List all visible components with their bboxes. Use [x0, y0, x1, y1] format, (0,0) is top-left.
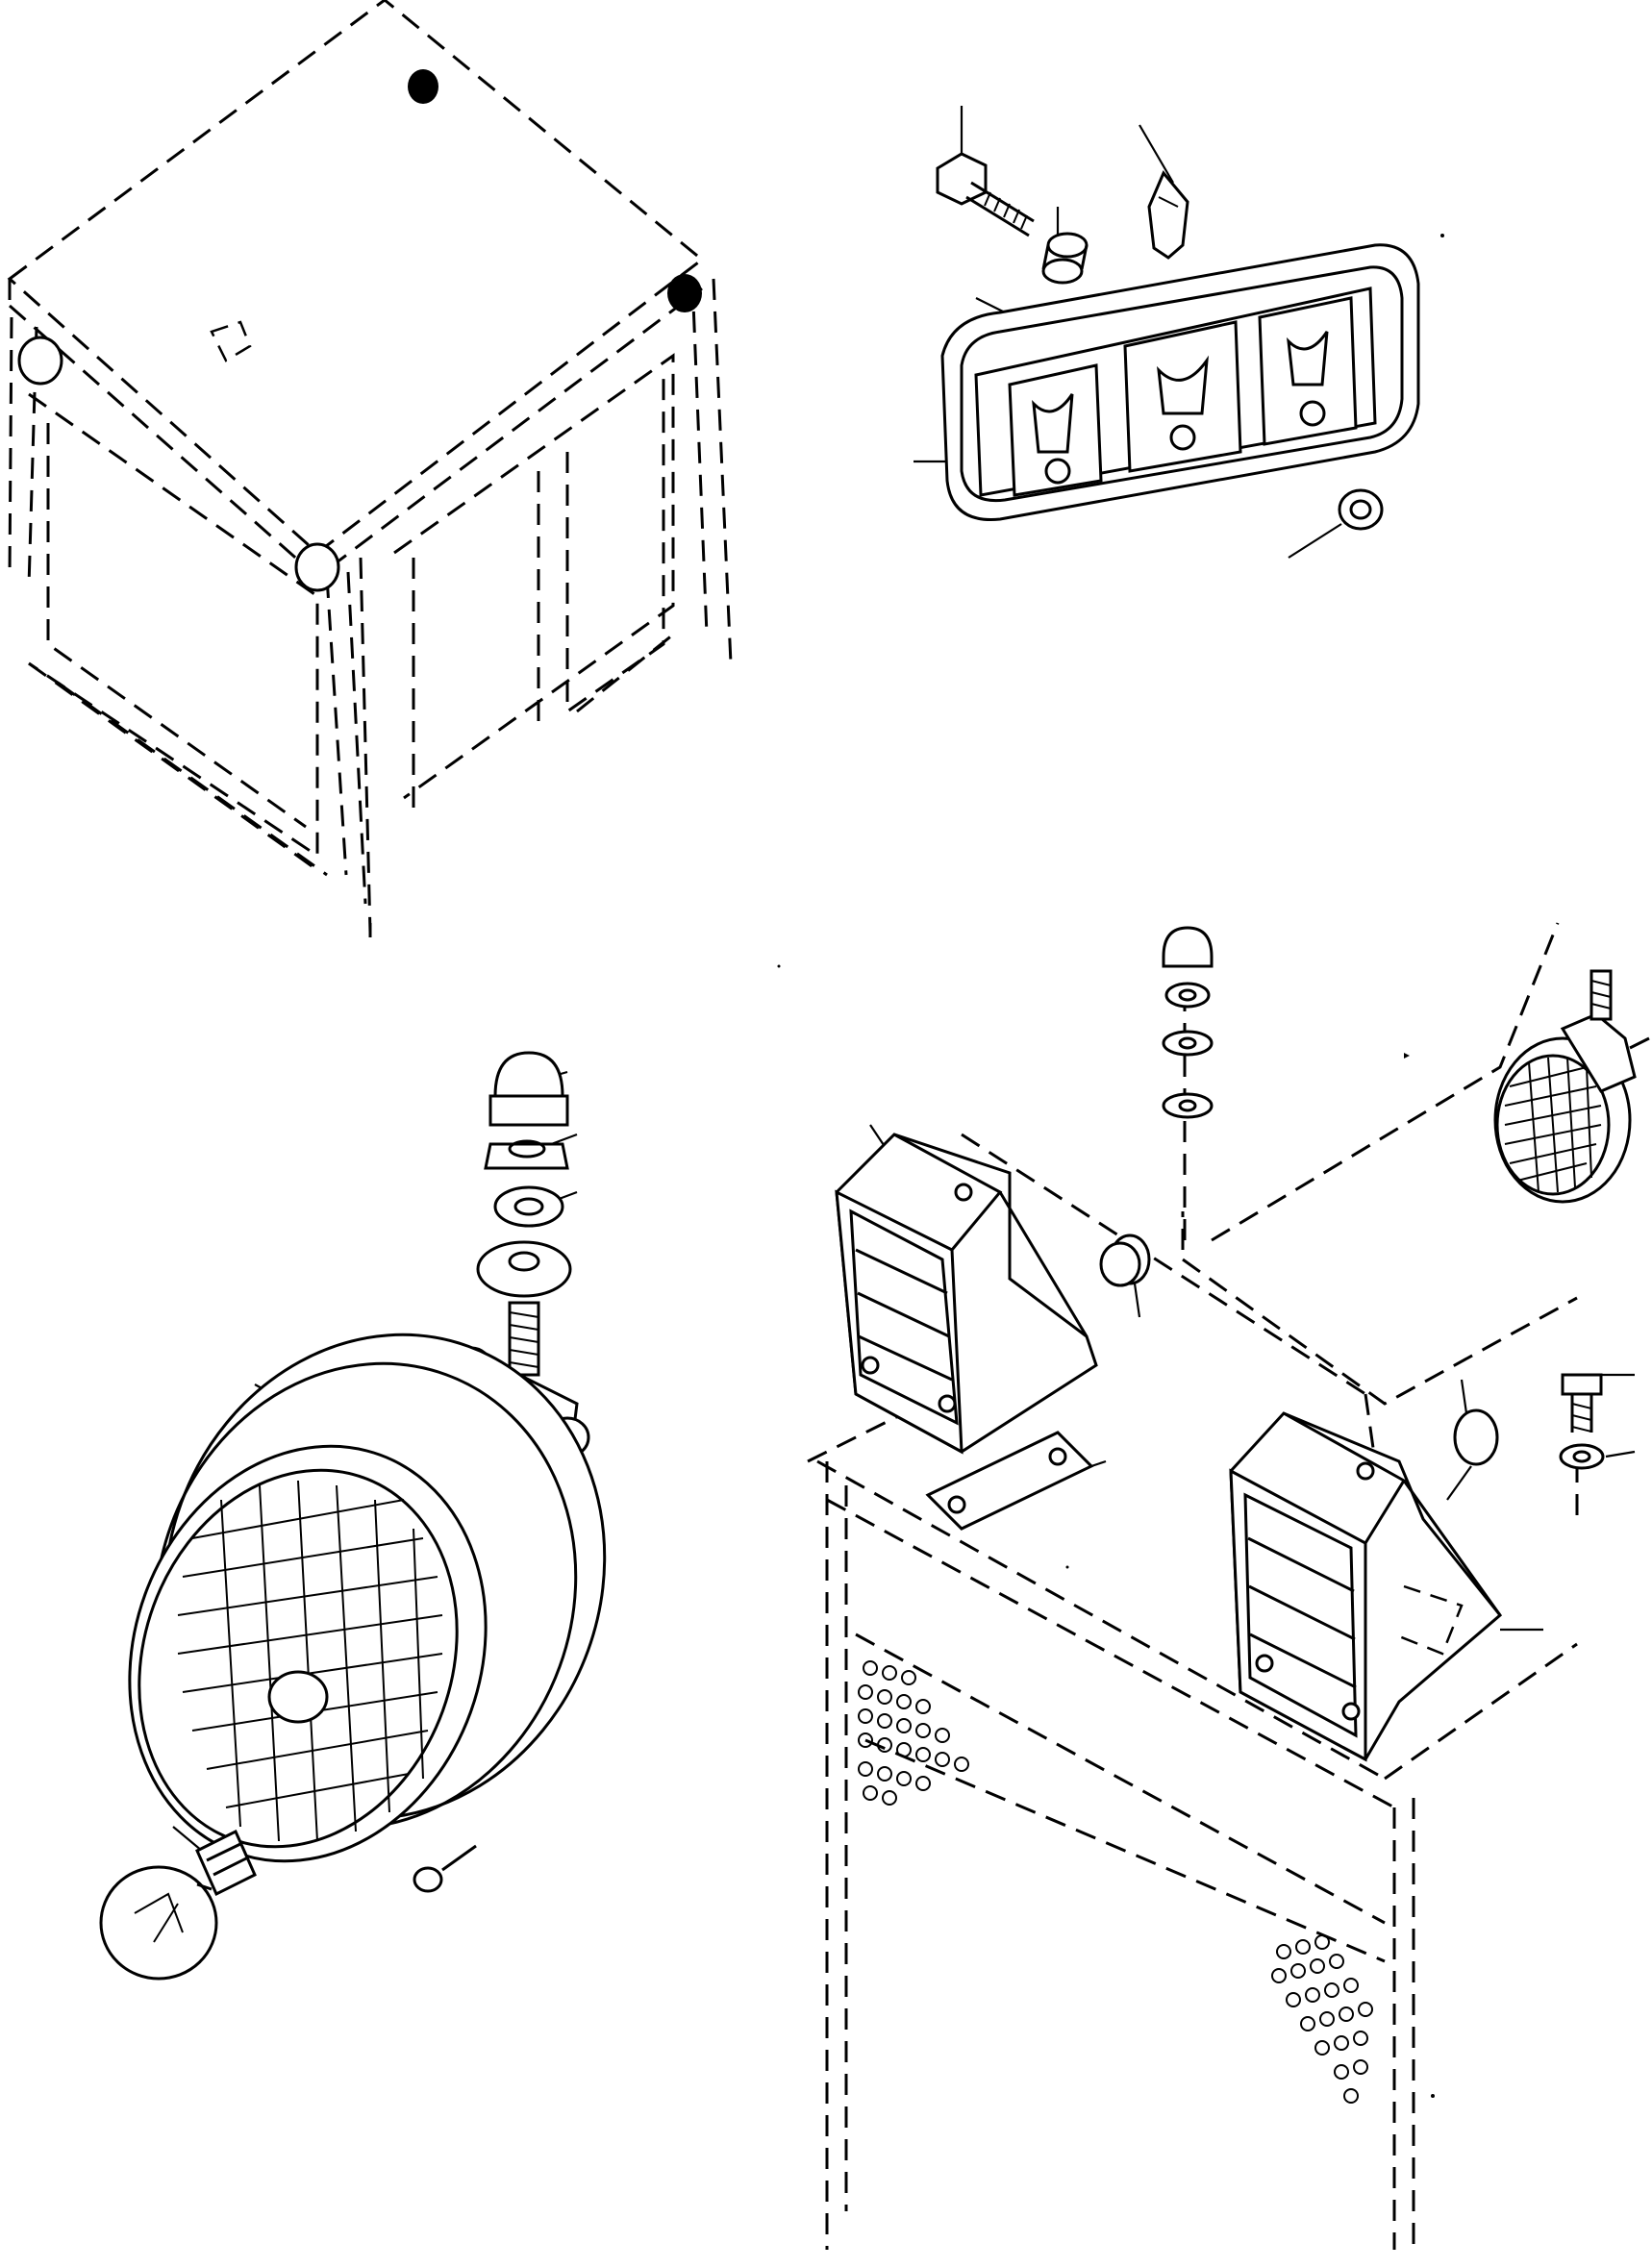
lamp-bulb — [99, 1826, 257, 1981]
tail-light-hardware — [1109, 926, 1636, 1501]
tail-light-left — [835, 1124, 1141, 1531]
cab-frame — [7, 0, 733, 937]
work-lamp — [128, 1051, 607, 1893]
rear-work-lamp-detail — [1493, 969, 1650, 1204]
tail-light-right — [1229, 1411, 1543, 1762]
rear-fender-frame — [807, 922, 1598, 2250]
beacon-lamp-assembly — [914, 106, 1420, 559]
